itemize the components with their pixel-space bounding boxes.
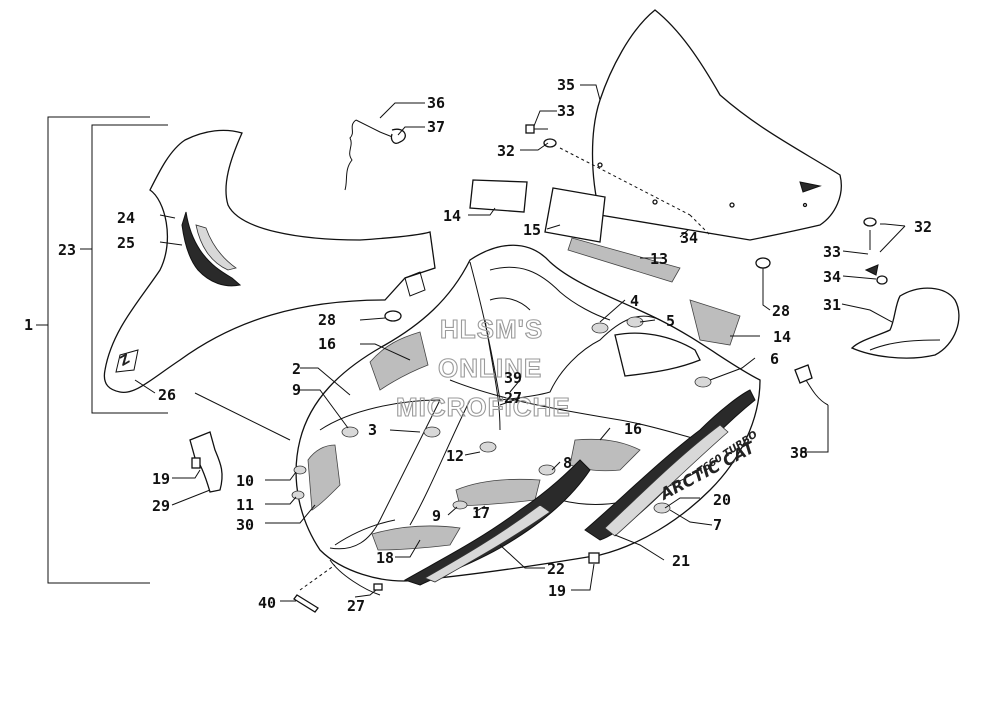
decal-15 — [544, 187, 606, 243]
callout-16-right: 16 — [624, 420, 642, 438]
spring-hook — [344, 119, 406, 191]
decal-14-right — [689, 299, 741, 346]
watermark: HLSM'S ONLINE MICROFICHE — [395, 313, 571, 422]
windshield — [591, 9, 842, 241]
callout-23: 23 — [58, 241, 76, 259]
callout-21: 21 — [672, 552, 690, 570]
pin-40 — [293, 594, 319, 613]
mesh-vent-16-left — [369, 331, 429, 391]
callout-9-lower: 9 — [432, 507, 441, 525]
callout-14-right: 14 — [773, 328, 791, 346]
callout-14-upper: 14 — [443, 207, 461, 225]
callout-30: 30 — [236, 516, 254, 534]
callout-19-lower: 19 — [548, 582, 566, 600]
callout-33-left: 33 — [557, 102, 575, 120]
callout-2: 2 — [292, 360, 301, 378]
callout-labels: 1 23 24 25 26 36 37 35 33 32 14 15 34 13… — [24, 76, 932, 615]
callout-6: 6 — [770, 350, 779, 368]
callout-36: 36 — [427, 94, 445, 112]
leader-lines — [134, 84, 906, 602]
reflector-left — [384, 310, 402, 322]
callout-31: 31 — [823, 296, 841, 314]
callout-19-left: 19 — [152, 470, 170, 488]
bracket-19 — [189, 431, 223, 493]
callout-38: 38 — [790, 444, 808, 462]
callout-11: 11 — [236, 496, 254, 514]
callout-9-upper: 9 — [292, 381, 301, 399]
screw-right — [863, 217, 888, 285]
mesh-vent-30 — [307, 444, 341, 511]
callout-27-upper: 27 — [504, 389, 522, 407]
callout-29: 29 — [152, 497, 170, 515]
callout-5: 5 — [666, 312, 675, 330]
latch-38 — [794, 364, 829, 406]
side-panel-vent-decal — [181, 211, 242, 287]
hood: ARCTIC CAT T660 TURBO — [295, 244, 761, 596]
screw-left — [525, 124, 557, 148]
callout-39: 39 — [504, 369, 522, 387]
callout-18: 18 — [376, 549, 394, 567]
callout-16-left: 16 — [318, 335, 336, 353]
mesh-vent-17 — [455, 478, 541, 507]
callout-10: 10 — [236, 472, 254, 490]
callout-35: 35 — [557, 76, 575, 94]
callout-27-lower: 27 — [347, 597, 365, 615]
callout-3: 3 — [368, 421, 377, 439]
clip-19 — [588, 552, 600, 564]
reflector-right — [755, 257, 771, 269]
watermark-line-3: MICROFICHE — [396, 392, 571, 422]
callout-34-left: 34 — [680, 229, 698, 247]
side-panel: Z — [103, 129, 436, 393]
callout-22: 22 — [547, 560, 565, 578]
callout-34-right: 34 — [823, 268, 841, 286]
callout-24: 24 — [117, 209, 135, 227]
callout-26: 26 — [158, 386, 176, 404]
decal-14-upper — [469, 179, 528, 213]
callout-13: 13 — [650, 250, 668, 268]
callout-25: 25 — [117, 234, 135, 252]
callout-20: 20 — [713, 491, 731, 509]
callout-37: 37 — [427, 118, 445, 136]
callout-32-left: 32 — [497, 142, 515, 160]
callout-7: 7 — [713, 516, 722, 534]
decal-stripe-22 — [403, 459, 591, 586]
callout-28-left: 28 — [318, 311, 336, 329]
watermark-line-2: ONLINE — [438, 353, 542, 383]
callout-33-right: 33 — [823, 243, 841, 261]
callout-15: 15 — [523, 221, 541, 239]
callout-17: 17 — [472, 504, 490, 522]
callout-1: 1 — [24, 316, 33, 334]
watermark-line-1: HLSM'S — [440, 314, 543, 344]
callout-32-right: 32 — [914, 218, 932, 236]
callout-4: 4 — [630, 292, 639, 310]
callout-8: 8 — [563, 454, 572, 472]
callout-12: 12 — [446, 447, 464, 465]
assembly-bracket-23 — [80, 124, 168, 414]
assembly-bracket-1 — [36, 116, 150, 584]
decal-badges — [291, 316, 712, 514]
callout-40: 40 — [258, 594, 276, 612]
mesh-vent-18 — [371, 525, 461, 551]
mirror — [850, 287, 960, 359]
callout-28-right: 28 — [772, 302, 790, 320]
